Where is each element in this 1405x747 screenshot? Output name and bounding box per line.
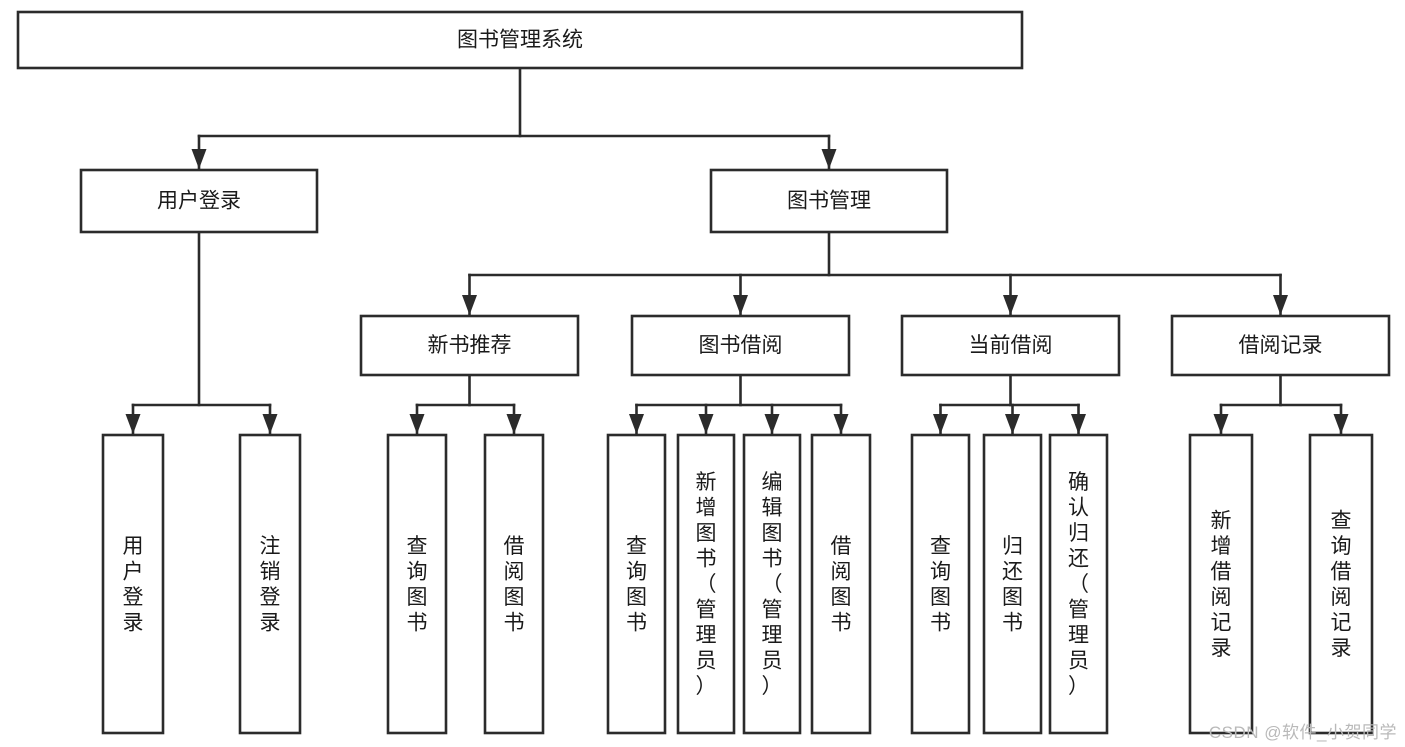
arrow-head-icon [125, 414, 141, 434]
level3-node-borrow-record[interactable]: 借阅记录 [1170, 314, 1391, 377]
leaf-node-leaf-add-record[interactable]: 新增借阅记录 [1188, 433, 1254, 735]
node-box [910, 433, 971, 735]
leaf-node-leaf-query-record[interactable]: 查询借阅记录 [1308, 433, 1374, 735]
node-label: 图书管理系统 [457, 29, 583, 52]
arrow-head-icon [833, 414, 849, 434]
node-box [900, 314, 1121, 377]
node-box [16, 10, 1024, 70]
node-box [79, 168, 319, 234]
level3-node-current-borrow[interactable]: 当前借阅 [900, 314, 1121, 377]
node-label: 图书借阅 [699, 334, 783, 357]
arrow-head-icon [764, 414, 780, 434]
node-label: 归还图书 [1002, 535, 1023, 635]
arrow-head-icon [1005, 414, 1020, 434]
node-box [1048, 433, 1109, 735]
node-label: 新增图书（管理员） [696, 471, 717, 698]
leaf-node-leaf-query-book-1[interactable]: 查询图书 [386, 433, 448, 735]
node-box [1188, 433, 1254, 735]
leaf-node-leaf-borrow-book-2[interactable]: 借阅图书 [810, 433, 872, 735]
node-label: 查询借阅记录 [1331, 509, 1352, 660]
arrow-head-icon [821, 149, 837, 169]
root-node-book-management-system[interactable]: 图书管理系统 [16, 10, 1024, 70]
node-label: 注销登录 [260, 535, 281, 635]
node-label: 借阅记录 [1239, 334, 1323, 357]
leaf-node-leaf-confirm-return[interactable]: 确认归还（管理员） [1048, 433, 1109, 735]
leaf-node-leaf-query-book-2[interactable]: 查询图书 [606, 433, 667, 735]
node-box [982, 433, 1043, 735]
node-label: 查询图书 [626, 535, 647, 635]
node-label: 确认归还（管理员） [1068, 471, 1089, 698]
arrow-head-icon [1273, 295, 1288, 315]
csdn-watermark: CSDN @软件_小贺同学 [1208, 723, 1397, 742]
node-label: 新增借阅记录 [1211, 509, 1232, 660]
leaf-node-leaf-user-login[interactable]: 用户登录 [101, 433, 165, 735]
node-box [483, 433, 545, 735]
node-label: 用户登录 [157, 190, 241, 213]
level2-node-book-manage[interactable]: 图书管理 [709, 168, 949, 234]
arrow-head-icon [1213, 414, 1229, 434]
node-box [676, 433, 736, 735]
leaf-node-leaf-add-book[interactable]: 新增图书（管理员） [676, 433, 736, 735]
leaf-node-leaf-query-book-3[interactable]: 查询图书 [910, 433, 971, 735]
arrow-head-icon [629, 414, 644, 434]
arrow-head-icon [733, 295, 748, 315]
node-box [606, 433, 667, 735]
node-box [630, 314, 851, 377]
node-box [101, 433, 165, 735]
arrow-head-icon [191, 149, 207, 169]
arrow-head-icon [933, 414, 948, 434]
node-label: 编辑图书（管理员） [762, 471, 783, 698]
node-box [238, 433, 302, 735]
level3-node-new-book-rec[interactable]: 新书推荐 [359, 314, 580, 377]
node-boxes-layer: 图书管理系统用户登录图书管理新书推荐图书借阅当前借阅借阅记录用户登录注销登录查询… [16, 10, 1391, 735]
leaf-node-leaf-return-book[interactable]: 归还图书 [982, 433, 1043, 735]
node-box [359, 314, 580, 377]
node-label: 图书管理 [787, 190, 871, 213]
leaf-node-leaf-edit-book[interactable]: 编辑图书（管理员） [742, 433, 802, 735]
arrow-head-icon [1333, 414, 1349, 434]
arrow-head-icon [1071, 414, 1086, 434]
node-box [1308, 433, 1374, 735]
arrow-head-icon [1003, 295, 1018, 315]
node-label: 查询图书 [407, 535, 428, 635]
arrow-head-icon [698, 414, 714, 434]
node-box [709, 168, 949, 234]
node-box [810, 433, 872, 735]
node-label: 新书推荐 [428, 334, 512, 357]
arrow-head-icon [262, 414, 278, 434]
arrow-head-icon [409, 414, 425, 434]
node-label: 查询图书 [930, 535, 951, 635]
node-box [386, 433, 448, 735]
level3-node-book-borrow[interactable]: 图书借阅 [630, 314, 851, 377]
node-label: 当前借阅 [969, 334, 1053, 357]
leaf-node-leaf-borrow-book-1[interactable]: 借阅图书 [483, 433, 545, 735]
leaf-node-leaf-user-logout[interactable]: 注销登录 [238, 433, 302, 735]
arrow-head-icon [462, 295, 477, 315]
level2-node-user-login[interactable]: 用户登录 [79, 168, 319, 234]
node-box [742, 433, 802, 735]
node-label: 借阅图书 [504, 535, 525, 635]
node-label: 用户登录 [123, 535, 144, 635]
node-box [1170, 314, 1391, 377]
connector-lines-layer [125, 66, 1349, 436]
arrow-head-icon [506, 414, 522, 434]
node-label: 借阅图书 [831, 535, 852, 635]
